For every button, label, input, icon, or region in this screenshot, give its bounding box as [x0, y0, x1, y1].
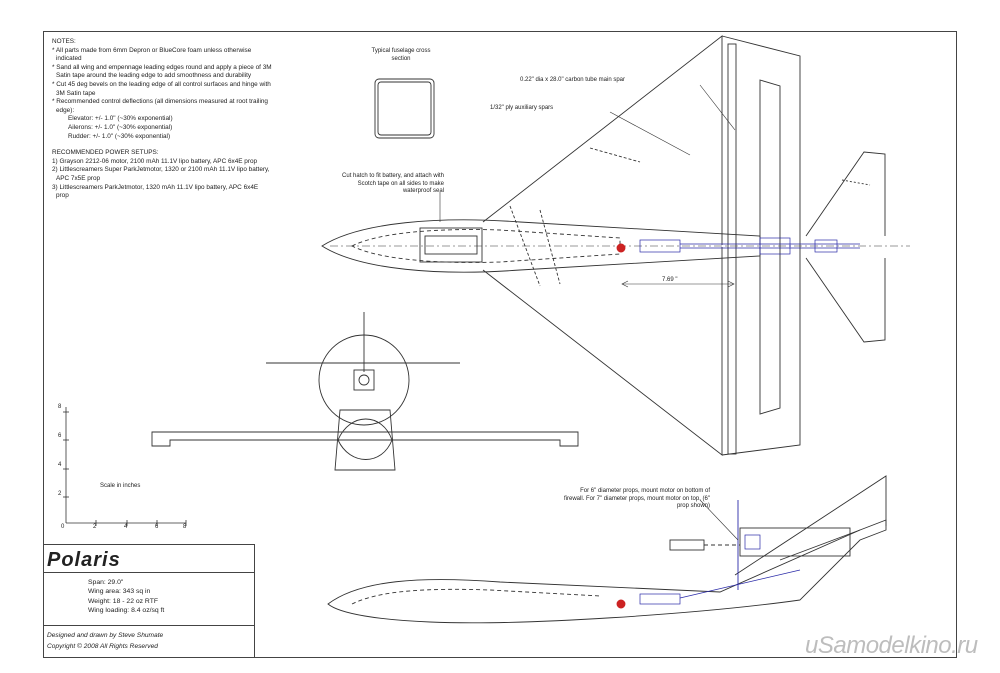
power-item: 2) Littlescreamers Super ParkJetmotor, 1… — [52, 166, 270, 182]
watermark: uSamodelkino.ru — [805, 632, 978, 659]
scale-y-tick: 6 — [58, 433, 62, 439]
credits: Designed and drawn by Steve Shumate Copy… — [47, 630, 163, 652]
scale-y-tick: 8 — [58, 404, 62, 410]
aircraft-name: Polaris — [47, 549, 121, 571]
cross-section-label: Typical fuselage cross section — [371, 48, 431, 62]
spec-span: Span: 29.0" — [88, 579, 124, 586]
scale-x-tick: 0 — [61, 524, 65, 530]
front-view — [151, 312, 579, 471]
notes-panel: NOTES: * All parts made from 6mm Depron … — [52, 38, 272, 201]
designer-credit: Designed and drawn by Steve Shumate — [47, 632, 164, 639]
drawing-border — [43, 31, 957, 658]
top-view — [321, 35, 910, 456]
scale-y-tick: 2 — [58, 491, 62, 497]
hatch-label: Cut hatch to fit battery, and attach wit… — [342, 173, 444, 194]
deflection-rudder: Rudder: +/- 1.0" (~30% exponential) — [68, 132, 171, 140]
spec-wing-area: Wing area: 343 sq in — [88, 588, 151, 596]
specs-list: Span: 29.0" Wing area: 343 sq in Weight:… — [88, 578, 164, 616]
cross-section-drawing — [374, 78, 435, 139]
spec-weight: Weight: 18 - 22 oz RTF — [88, 597, 159, 605]
copyright: Copyright © 2008 All Rights Reserved — [47, 643, 158, 650]
spec-wing-loading: Wing loading: 8.4 oz/sq ft — [88, 607, 165, 615]
deflection-ailerons: Ailerons: +/- 1.0" (~30% exponential) — [68, 123, 173, 131]
notes-heading: NOTES: — [52, 38, 76, 45]
motor-note-label: For 6" diameter props, mount motor on bo… — [564, 488, 710, 509]
dimension-label: 7.69 " — [662, 277, 678, 283]
scale-caption: Scale in inches — [100, 483, 141, 489]
aux-spar-label: 1/32" ply auxiliary spars — [490, 105, 554, 111]
note-item: * Sand all wing and empennage leading ed… — [52, 63, 272, 80]
power-item: 3) Littlescreamers ParkJetmotor, 1320 mA… — [52, 183, 259, 200]
side-view — [327, 475, 887, 624]
power-item: 1) Grayson 2212-06 motor, 2100 mAh 11.1V… — [52, 157, 258, 165]
note-item: * Recommended control deflections (all d… — [52, 98, 268, 114]
deflection-elevator: Elevator: +/- 1.0" (~30% exponential) — [68, 115, 173, 123]
carbon-spar-label: 0.22" dia x 28.0" carbon tube main spar — [520, 77, 625, 83]
scale-x-tick: 4 — [124, 524, 128, 530]
title-block — [43, 544, 255, 658]
scale-x-tick: 6 — [155, 524, 159, 530]
scale-x-tick: 8 — [183, 524, 187, 530]
power-heading: RECOMMENDED POWER SETUPS: — [52, 149, 159, 157]
scale-bar — [63, 407, 187, 526]
scale-y-tick: 4 — [58, 462, 62, 468]
note-item: * All parts made from 6mm Depron or Blue… — [52, 46, 252, 63]
scale-x-tick: 2 — [93, 524, 97, 530]
note-item: * Cut 45 deg bevels on the leading edge … — [52, 80, 271, 97]
